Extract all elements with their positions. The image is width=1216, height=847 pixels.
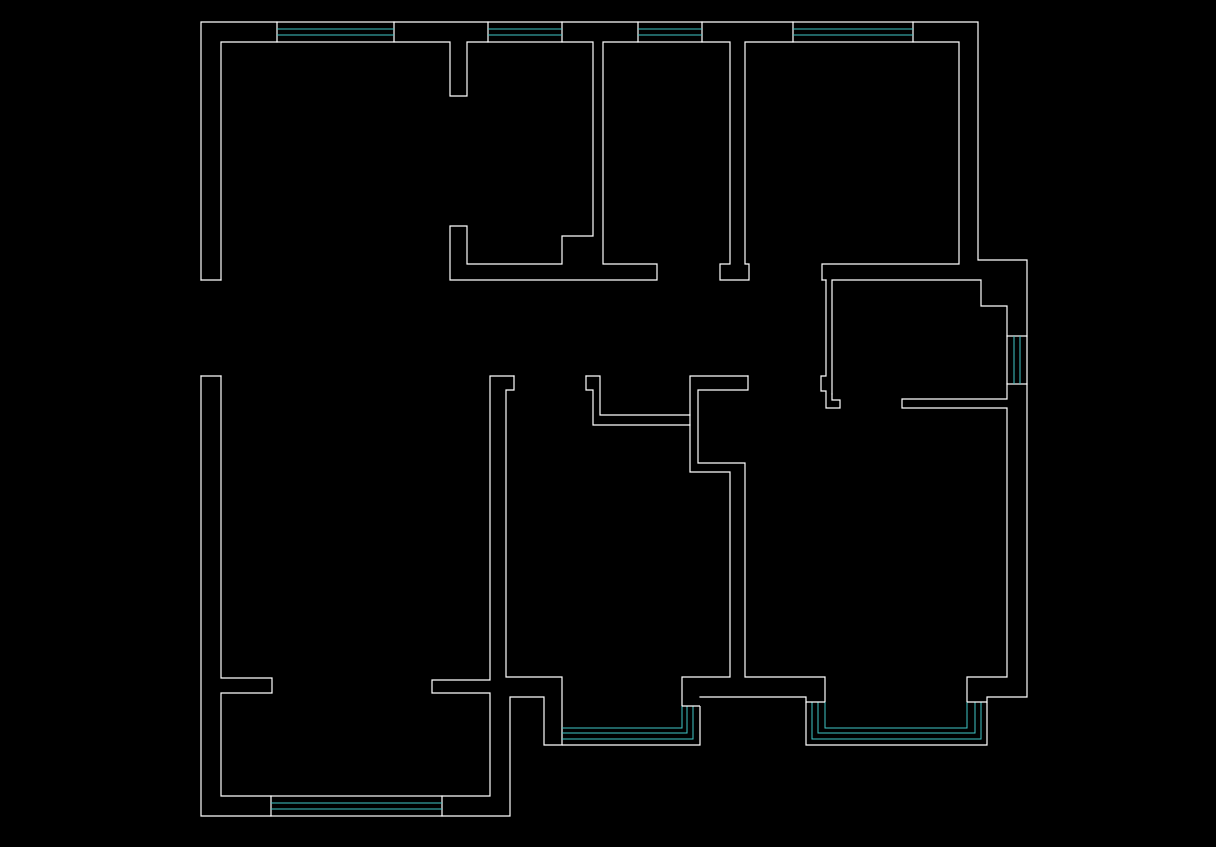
wall-top-right-inner: [821, 41, 960, 281]
wall-top-left-inner: [220, 41, 278, 281]
wall-bl-inner: [220, 375, 273, 797]
wall-corridor-bottom: [585, 375, 691, 426]
wall-top-seg-2-inner: [449, 41, 658, 281]
wall-top-seg-1-inner: [393, 41, 489, 97]
wall-right-inner-lower: [901, 383, 1008, 703]
window-top-4: [792, 21, 914, 43]
wall-bath-top: [831, 279, 1008, 395]
wall-bl-outer: [200, 375, 272, 817]
wall-right-outer-lower: [986, 383, 1028, 703]
window-bottom-left: [270, 795, 443, 817]
wall-br-room-left-2: [697, 375, 826, 703]
wall-top-left-outer: [200, 21, 278, 281]
wall-mid-room: [431, 375, 515, 797]
window-right-bath: [1006, 335, 1028, 385]
walls: [200, 21, 1028, 817]
wall-top-right-outer: [912, 21, 1028, 337]
window-bay-center: [562, 705, 701, 746]
wall-bath-left: [820, 279, 841, 409]
window-top-1: [276, 21, 395, 43]
wall-corridor-top: [585, 375, 691, 416]
window-top-2: [487, 21, 563, 43]
window-top-3: [637, 21, 703, 43]
windows: [270, 21, 1028, 817]
wall-bottom-mid: [699, 696, 807, 703]
wall-top-seg-3-inner: [701, 41, 794, 281]
window-bay-right: [805, 701, 988, 746]
wall-br-room-left: [681, 375, 749, 707]
